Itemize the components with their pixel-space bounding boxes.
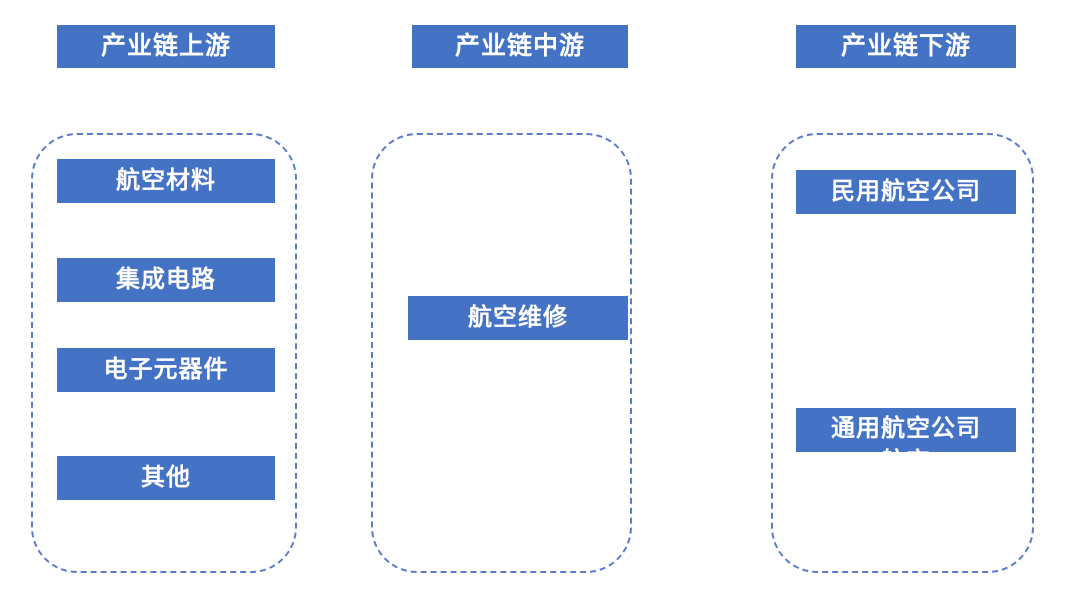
chain-item-upstream-3[interactable]: 其他 bbox=[57, 456, 275, 500]
column-header-downstream: 产业链下游 bbox=[796, 25, 1016, 68]
chain-item-upstream-1[interactable]: 集成电路 bbox=[57, 258, 275, 302]
chain-item-downstream-1-clipped-label: 航空 bbox=[881, 450, 931, 453]
chain-container-midstream bbox=[371, 133, 632, 573]
chain-container-downstream bbox=[771, 133, 1034, 573]
chain-item-downstream-1-label: 通用航空公司 bbox=[831, 415, 981, 442]
column-header-upstream: 产业链上游 bbox=[57, 25, 275, 68]
chain-container-upstream bbox=[31, 133, 297, 573]
chain-item-midstream-0[interactable]: 航空维修 bbox=[408, 296, 628, 340]
chain-item-upstream-0[interactable]: 航空材料 bbox=[57, 159, 275, 203]
chain-item-downstream-0[interactable]: 民用航空公司 bbox=[796, 170, 1016, 214]
column-header-midstream: 产业链中游 bbox=[412, 25, 628, 68]
chain-item-downstream-1[interactable]: 通用航空公司 航空 bbox=[796, 408, 1016, 452]
chain-item-upstream-2[interactable]: 电子元器件 bbox=[57, 348, 275, 392]
